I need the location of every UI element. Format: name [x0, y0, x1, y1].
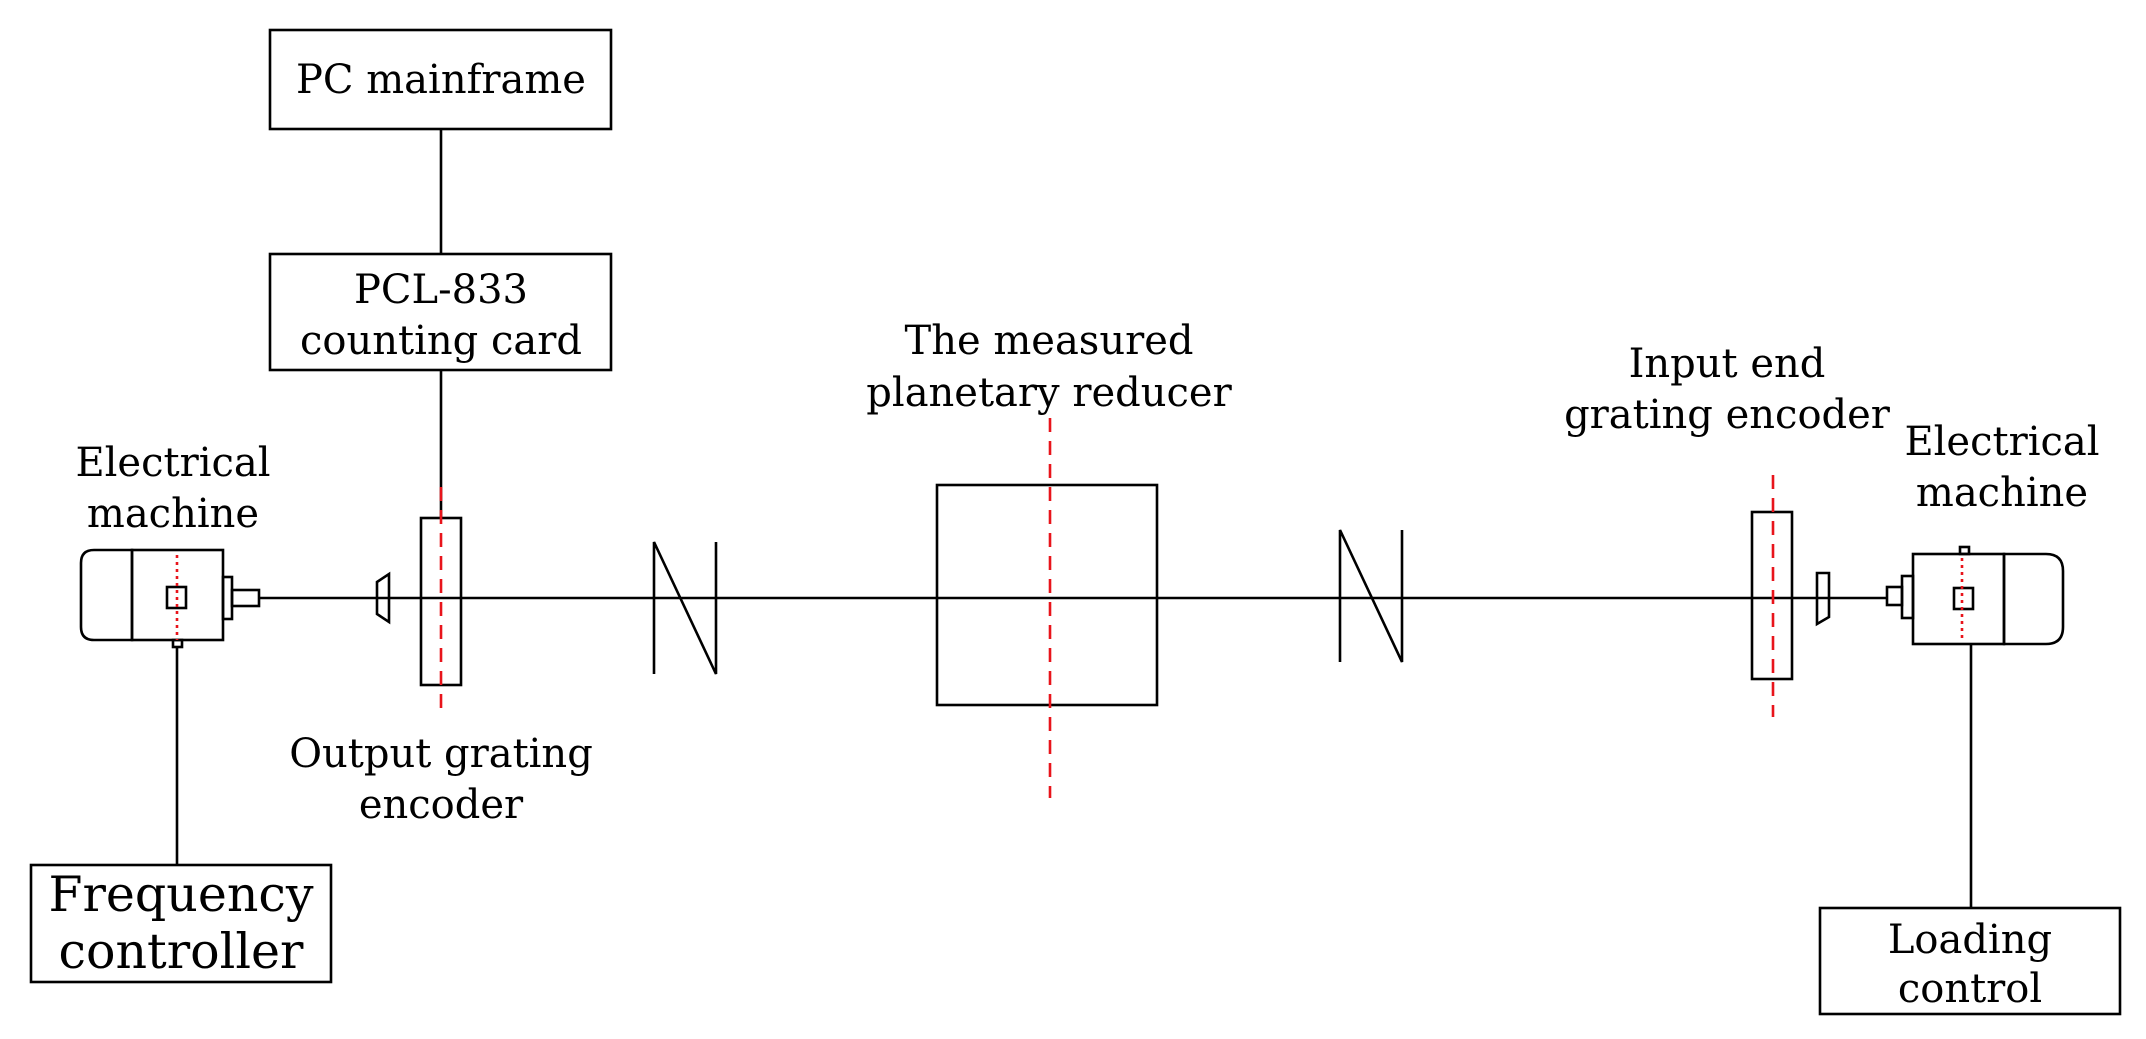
left-motor-icon: [79, 548, 261, 649]
right-machine-label-line2: machine: [1916, 470, 2088, 516]
output-encoder-icon: [375, 516, 463, 687]
frequency-controller-box: [29, 863, 333, 984]
loading-control-label-line1: Loading: [1888, 917, 2052, 963]
frequency-controller-label-line1: Frequency: [48, 866, 313, 923]
right-coupling-icon: [1338, 529, 1404, 663]
left-machine-label-line1: Electrical: [75, 440, 270, 486]
output-encoder-label-line2: encoder: [359, 782, 524, 828]
reducer-label-line2: planetary reducer: [866, 370, 1232, 416]
right-machine-label-line1: Electrical: [1904, 419, 2099, 465]
output-encoder-label-line1: Output grating: [289, 731, 593, 777]
reducer-label-line1: The measured: [905, 318, 1194, 364]
counting-card-label-line2: counting card: [300, 318, 582, 364]
left-machine-label-line2: machine: [87, 491, 259, 537]
right-motor-icon: [1885, 545, 2065, 646]
input-encoder-label-line1: Input end: [1629, 341, 1826, 387]
frequency-controller-label-line2: controller: [59, 923, 304, 980]
counting-card-label-line1: PCL-833: [354, 267, 528, 313]
loading-control-label-line2: control: [1898, 966, 2042, 1012]
loading-control-box: [1818, 906, 2122, 1016]
planetary-reducer-box: [935, 483, 1159, 707]
pc-mainframe-label: PC mainframe: [296, 57, 586, 103]
input-encoder-label-line2: grating encoder: [1564, 392, 1891, 438]
input-encoder-icon: [1750, 510, 1831, 681]
left-coupling-icon: [652, 541, 718, 675]
